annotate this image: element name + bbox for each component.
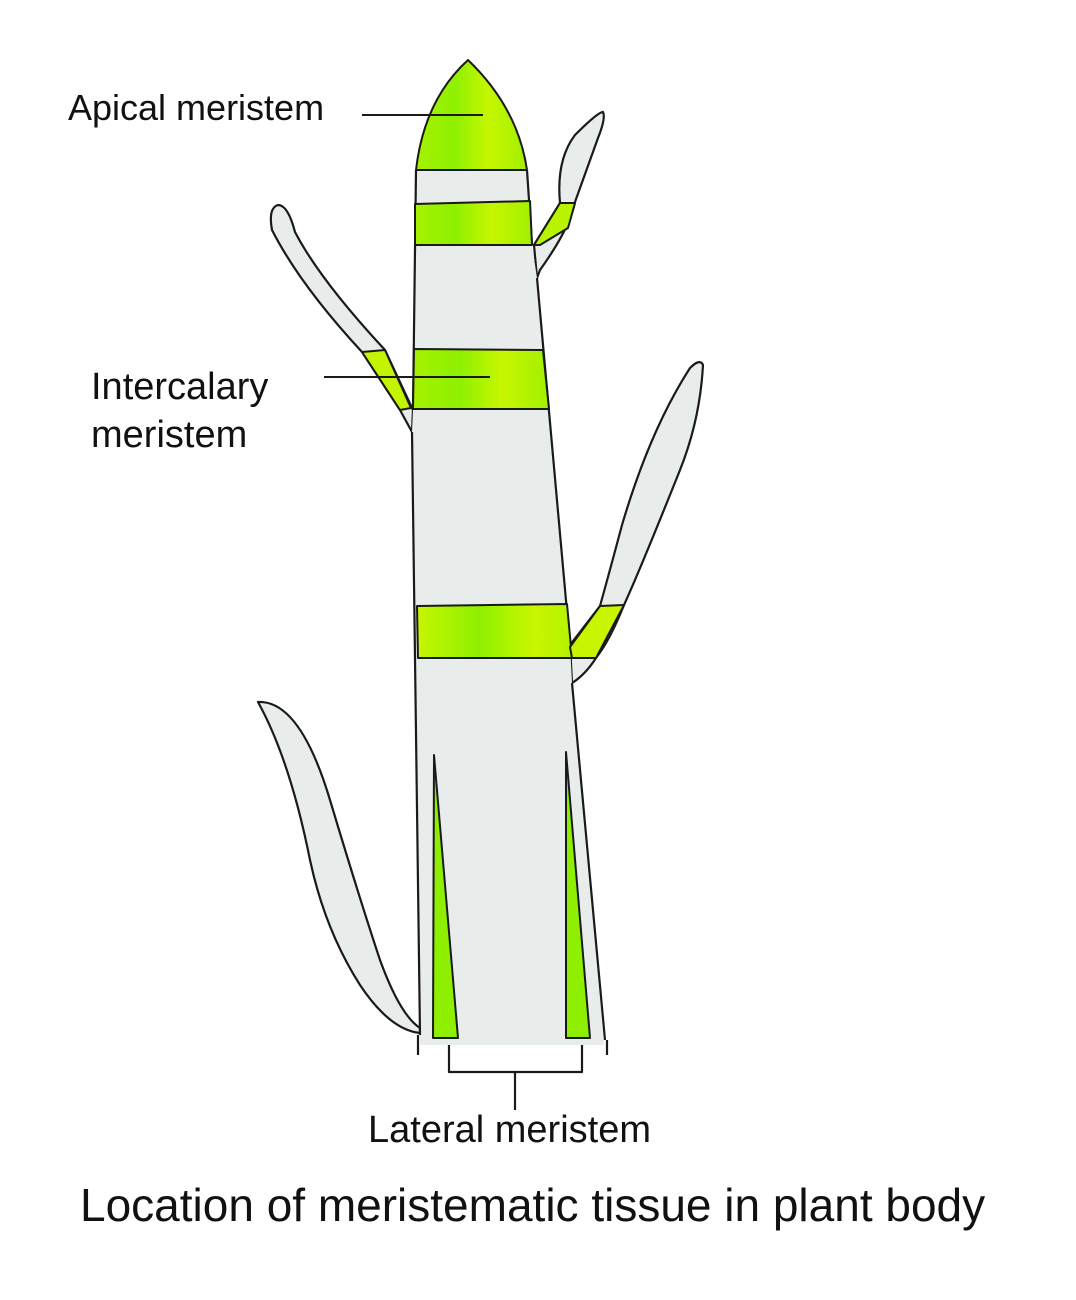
- stem: [412, 60, 604, 1045]
- leaf-lower-left: [256, 700, 422, 1035]
- leaf-middle-right: [568, 361, 705, 685]
- label-apical-meristem: Apical meristem: [68, 87, 325, 128]
- lateral-meristem-right: [565, 751, 591, 1039]
- label-lateral-meristem: Lateral meristem: [368, 1109, 651, 1151]
- label-intercalary-meristem-line1: Intercalary: [91, 366, 269, 408]
- label-intercalary-meristem-line2: meristem: [91, 414, 248, 456]
- intercalary-meristem-band: [412, 348, 550, 410]
- meristem-band: [416, 603, 573, 659]
- leaf-meristem: [533, 202, 576, 246]
- meristem-band: [414, 200, 533, 246]
- leaf-upper-right: [532, 110, 605, 280]
- caption: Location of meristematic tissue in plant…: [80, 1179, 986, 1231]
- lateral-meristem-left: [432, 754, 459, 1039]
- leaf-meristem: [569, 604, 625, 659]
- leaf-meristem: [361, 349, 412, 411]
- lateral-bracket: [447, 1045, 584, 1110]
